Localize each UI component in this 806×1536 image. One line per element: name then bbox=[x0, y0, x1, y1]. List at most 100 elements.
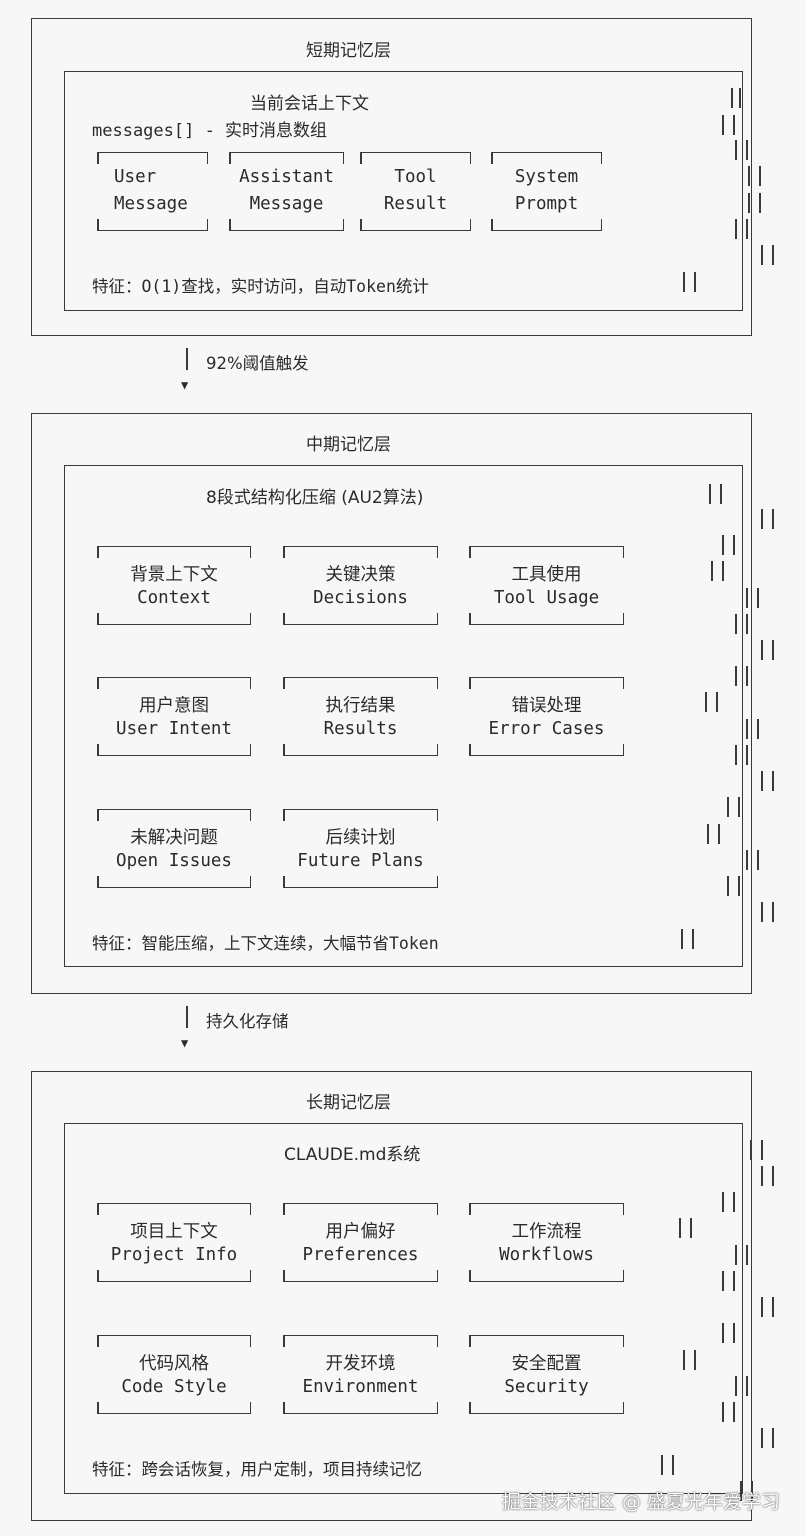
card-system-prompt: System Prompt bbox=[491, 152, 602, 231]
card-line1: 关键决策 bbox=[325, 565, 396, 585]
deco-pipe bbox=[746, 719, 748, 739]
card-open-issues: 未解决问题 Open Issues bbox=[97, 809, 251, 888]
deco-pipe bbox=[683, 1350, 685, 1370]
deco-pipe bbox=[761, 1428, 763, 1448]
deco-pipe bbox=[761, 1166, 763, 1186]
deco-pipe bbox=[746, 588, 748, 608]
short-term-layer bbox=[31, 18, 752, 336]
card-future-plans: 后续计划 Future Plans bbox=[283, 809, 438, 888]
deco-pipe bbox=[759, 193, 761, 213]
deco-pipe bbox=[772, 245, 774, 265]
mid-term-feature: 特征：智能压缩，上下文连续，大幅节省Token bbox=[92, 934, 439, 953]
long-term-title: 长期记忆层 bbox=[306, 1093, 391, 1113]
deco-pipe bbox=[683, 272, 685, 292]
deco-pipe bbox=[739, 88, 741, 108]
card-line2: Project Info bbox=[110, 1245, 238, 1265]
card-line2: Prompt bbox=[514, 194, 579, 214]
card-line2: Preferences bbox=[302, 1245, 419, 1265]
card-line1: 安全配置 bbox=[511, 1354, 582, 1374]
deco-pipe bbox=[733, 1192, 735, 1212]
card-tool-usage: 工具使用 Tool Usage bbox=[469, 546, 624, 625]
card-line2: Message bbox=[249, 194, 324, 214]
deco-pipe bbox=[727, 797, 729, 817]
card-line1: 背景上下文 bbox=[130, 565, 218, 585]
arrow-label: 92%阈值触发 bbox=[206, 354, 309, 373]
card-line1: User bbox=[114, 167, 157, 187]
deco-pipe bbox=[716, 692, 718, 712]
deco-pipe bbox=[735, 219, 737, 239]
card-user-intent: 用户意图 User Intent bbox=[97, 677, 251, 756]
deco-pipe bbox=[705, 692, 707, 712]
card-line1: Assistant bbox=[239, 167, 334, 187]
deco-pipe bbox=[735, 1376, 737, 1396]
short-term-feature: 特征：O(1)查找，实时访问，自动Token统计 bbox=[92, 277, 429, 296]
card-environment: 开发环境 Environment bbox=[283, 1335, 438, 1414]
deco-pipe bbox=[733, 1323, 735, 1343]
short-term-title: 短期记忆层 bbox=[306, 41, 391, 61]
deco-pipe bbox=[679, 1218, 681, 1238]
deco-pipe bbox=[740, 1481, 742, 1501]
card-line2: Message bbox=[114, 194, 188, 214]
card-line1: 开发环境 bbox=[325, 1354, 396, 1374]
card-line1: 项目上下文 bbox=[130, 1222, 218, 1242]
deco-pipe bbox=[748, 166, 750, 186]
deco-pipe bbox=[746, 219, 748, 239]
card-line1: 工作流程 bbox=[511, 1222, 582, 1242]
deco-pipe bbox=[722, 1323, 724, 1343]
deco-pipe bbox=[746, 1245, 748, 1265]
deco-pipe bbox=[722, 1192, 724, 1212]
deco-pipe bbox=[672, 1455, 674, 1475]
deco-pipe bbox=[759, 166, 761, 186]
deco-pipe bbox=[761, 902, 763, 922]
deco-pipe bbox=[746, 614, 748, 634]
deco-pipe bbox=[746, 1376, 748, 1396]
card-decisions: 关键决策 Decisions bbox=[283, 546, 438, 625]
deco-pipe bbox=[748, 193, 750, 213]
mid-term-inner-title: 8段式结构化压缩 (AU2算法) bbox=[206, 488, 424, 508]
deco-pipe bbox=[722, 1271, 724, 1291]
card-assistant-message: Assistant Message bbox=[229, 152, 344, 231]
card-line2: Future Plans bbox=[297, 851, 424, 871]
deco-pipe bbox=[746, 666, 748, 686]
card-line1: 代码风格 bbox=[139, 1354, 209, 1374]
deco-pipe bbox=[722, 535, 724, 555]
arrow-down-icon: ▼ bbox=[181, 1036, 189, 1050]
deco-pipe bbox=[772, 1166, 774, 1186]
deco-pipe bbox=[727, 876, 729, 896]
card-user-message: User Message bbox=[97, 152, 208, 231]
mid-term-inner-box bbox=[64, 465, 743, 967]
long-term-layer bbox=[31, 1071, 752, 1521]
deco-pipe bbox=[761, 245, 763, 265]
deco-pipe bbox=[735, 614, 737, 634]
deco-pipe bbox=[746, 850, 748, 870]
deco-pipe bbox=[772, 1297, 774, 1317]
deco-pipe bbox=[761, 771, 763, 791]
short-term-inner-box bbox=[64, 71, 743, 311]
watermark: 掘金技术社区 @ 盛夏光年爱学习 bbox=[501, 1491, 780, 1513]
deco-pipe bbox=[733, 535, 735, 555]
deco-pipe bbox=[757, 719, 759, 739]
card-project-info: 项目上下文 Project Info bbox=[97, 1203, 251, 1282]
deco-pipe bbox=[733, 1271, 735, 1291]
deco-pipe bbox=[718, 824, 720, 844]
deco-pipe bbox=[746, 745, 748, 765]
card-line2: Result bbox=[383, 194, 448, 214]
card-line2: Environment bbox=[302, 1377, 419, 1397]
card-line2: Results bbox=[323, 719, 398, 739]
card-security: 安全配置 Security bbox=[469, 1335, 624, 1414]
card-context: 背景上下文 Context bbox=[97, 546, 251, 625]
deco-pipe bbox=[722, 115, 724, 135]
card-tool-result: Tool Result bbox=[360, 152, 471, 231]
long-term-inner-title: CLAUDE.md系统 bbox=[284, 1145, 421, 1165]
deco-pipe bbox=[761, 1140, 763, 1160]
card-line1: 用户意图 bbox=[139, 696, 209, 716]
short-term-subtitle: messages[] - 实时消息数组 bbox=[92, 121, 328, 141]
card-line1: 未解决问题 bbox=[130, 828, 218, 848]
card-line1: System bbox=[514, 167, 579, 187]
card-error-cases: 错误处理 Error Cases bbox=[469, 677, 624, 756]
deco-pipe bbox=[735, 666, 737, 686]
deco-pipe bbox=[694, 1350, 696, 1370]
deco-pipe bbox=[690, 1218, 692, 1238]
card-line2: Code Style bbox=[121, 1377, 227, 1397]
card-line2: Decisions bbox=[313, 588, 408, 608]
